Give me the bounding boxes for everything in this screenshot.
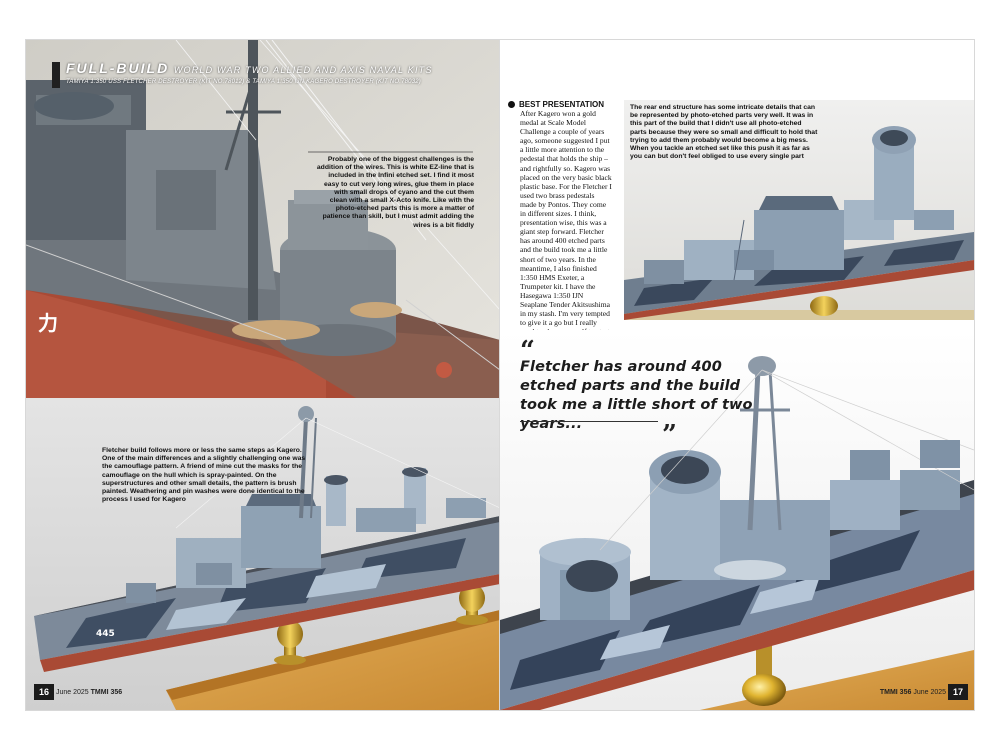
- article-header: FULL-BUILD WORLD WAR TWO ALLIED AND AXIS…: [52, 60, 472, 100]
- left-folio: 16 June 2025 TMMI 356: [34, 684, 122, 700]
- fletcher-hull-number: 445: [96, 629, 115, 639]
- folio-date-left: June 2025: [55, 688, 89, 696]
- title-main: FULL-BUILD: [66, 60, 170, 76]
- kagero-closeup-photo: 力: [26, 40, 500, 398]
- section-heading: BEST PRESENTATION: [508, 100, 604, 109]
- right-folio: TMMI 356 June 2025 17: [880, 684, 968, 700]
- fletcher-build-caption: Fletcher build follows more or less the …: [102, 447, 306, 504]
- wires-caption: Probably one of the biggest challenges i…: [316, 156, 474, 229]
- pull-quote: Fletcher has around 400 etched parts and…: [520, 359, 753, 432]
- article-subtitle: TAMIYA 1:350 USS FLETCHER DESTROYER (KIT…: [66, 79, 421, 85]
- left-page: 力 FULL-BUILD WORLD WAR TWO ALLIED AND AX…: [26, 40, 500, 710]
- rear-end-caption: The rear end structure has some intricat…: [630, 104, 818, 161]
- quote-open-mark: “: [520, 336, 535, 366]
- magazine-spread: 力 FULL-BUILD WORLD WAR TWO ALLIED AND AX…: [26, 40, 974, 710]
- title-rest: WORLD WAR TWO ALLIED AND AXIS NAVAL KITS: [173, 65, 433, 75]
- page-number-left: 16: [34, 684, 55, 700]
- folio-date-right: June 2025: [913, 688, 947, 696]
- right-page: BEST PRESENTATION After Kagero won a gol…: [500, 40, 974, 710]
- page-number-right: 17: [947, 684, 968, 700]
- fletcher-three-quarter-photo: [500, 330, 974, 710]
- section-heading-text: BEST PRESENTATION: [519, 100, 605, 109]
- fletcher-side-photo: 445: [26, 398, 500, 710]
- header-accent-bar: [52, 62, 60, 88]
- section-body-text: After Kagero won a gold medal at Scale M…: [520, 109, 612, 345]
- article-title: FULL-BUILD WORLD WAR TWO ALLIED AND AXIS…: [66, 60, 433, 76]
- folio-issue-right: TMMI 356: [879, 688, 912, 696]
- kagero-hull-character: 力: [38, 311, 58, 335]
- folio-issue-left: TMMI 356: [90, 688, 123, 696]
- rear-structure-photo: [624, 100, 974, 320]
- quote-close-mark: ”: [662, 420, 677, 450]
- bullet-icon: [508, 101, 515, 108]
- section-body: After Kagero won a gold medal at Scale M…: [520, 109, 612, 345]
- pull-quote-rule: [520, 421, 658, 422]
